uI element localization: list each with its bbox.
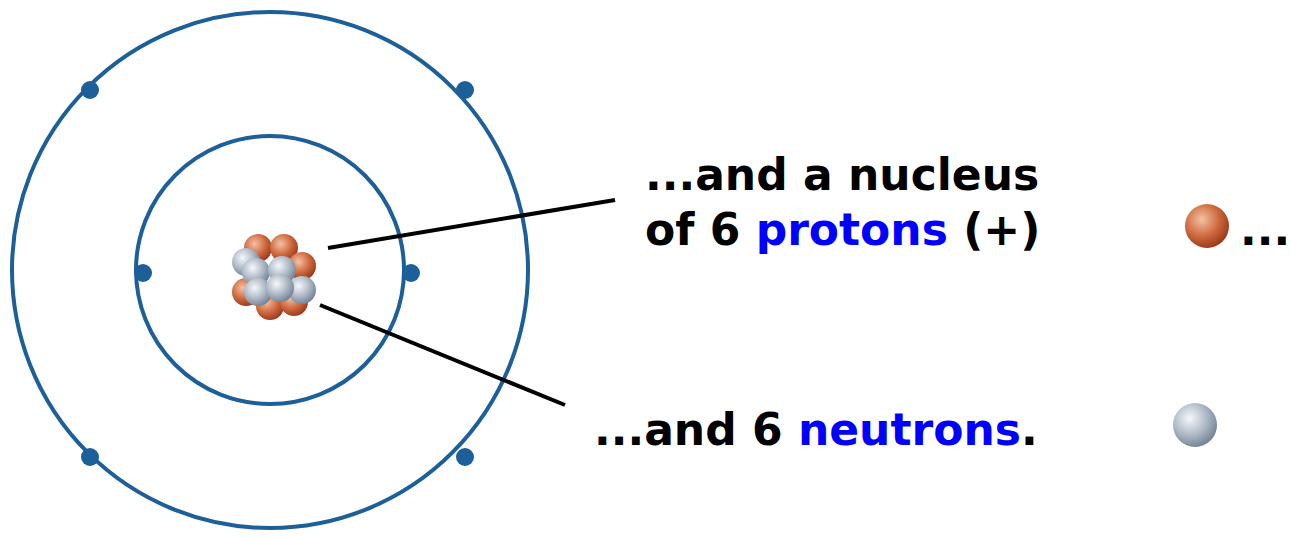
electrons: [81, 81, 474, 466]
word: a: [803, 149, 833, 200]
electron: [456, 448, 474, 466]
electron: [81, 448, 99, 466]
electron: [134, 264, 152, 282]
word: ...: [1240, 204, 1290, 255]
outer-orbit: [12, 12, 528, 528]
leader-line: [320, 305, 565, 405]
nucleus: [232, 234, 316, 320]
word: nucleus: [848, 149, 1039, 200]
electron: [402, 264, 420, 282]
word: of: [645, 204, 694, 255]
punctuation: .: [1021, 404, 1038, 455]
label-text: ...and 6 neutrons.: [594, 402, 1038, 457]
leader-line: [328, 200, 615, 248]
electron: [81, 81, 99, 99]
word: 6: [710, 204, 741, 255]
electron: [456, 81, 474, 99]
word: ...and: [594, 404, 737, 455]
word: 6: [752, 404, 783, 455]
word: (+): [963, 204, 1040, 255]
label-text: ...: [1240, 202, 1290, 257]
highlight-word: protons: [756, 204, 948, 255]
neutron: [266, 274, 294, 302]
proton-symbol: [1185, 204, 1229, 248]
highlight-word: neutrons: [798, 404, 1021, 455]
inner-orbit: [136, 136, 404, 404]
label-text: ...and a nucleus of 6 protons (+): [645, 147, 1040, 257]
neutron-symbol: [1173, 403, 1217, 447]
word: ...and: [645, 149, 788, 200]
